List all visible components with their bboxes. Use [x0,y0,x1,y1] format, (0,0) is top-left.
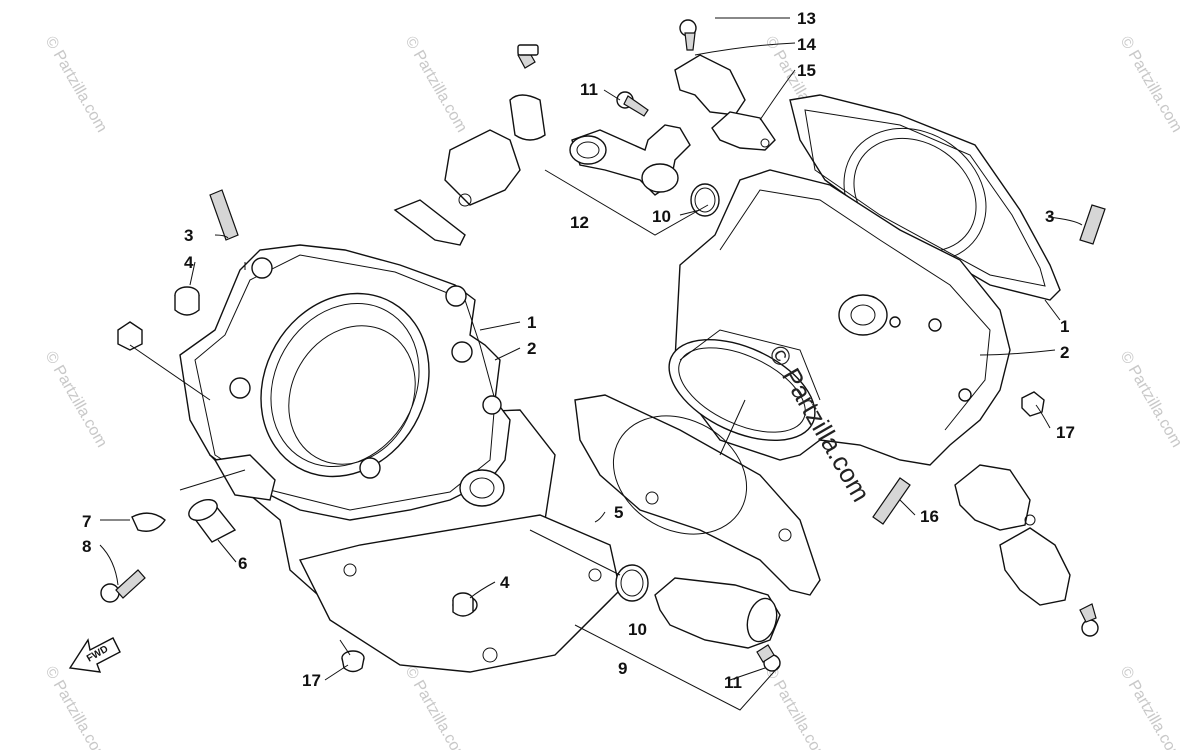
coolant-fitting-bottom [574,564,781,711]
left-small-parts [100,189,474,673]
callout-labels: 13 14 15 11 10 12 3 4 1 2 3 1 2 17 16 5 … [82,9,1075,692]
callout-1: 1 [1060,317,1069,336]
callout-2: 2 [527,339,536,358]
chain-tensioner-left [393,44,546,246]
callout-10: 10 [628,620,647,639]
callout-4: 4 [184,253,194,272]
callout-17: 17 [302,671,321,690]
watermark-tile: © Partzilla.com [402,664,471,751]
watermark-tile: © Partzilla.com [1117,349,1186,451]
callout-3: 3 [184,226,193,245]
watermark-tile: © Partzilla.com [42,664,111,751]
watermark-tile: © Partzilla.com [42,349,111,451]
callout-2: 2 [1060,343,1069,362]
leader-lines [99,17,1083,681]
watermark-tile: © Partzilla.com [1117,664,1186,751]
left-cylinder [179,244,621,673]
watermark-tile: © Partzilla.com [42,34,111,136]
callout-5: 5 [614,503,623,522]
callout-16: 16 [920,507,939,526]
callout-11: 11 [724,673,742,692]
callout-3: 3 [1045,207,1054,226]
watermark-tile: © Partzilla.com [402,34,471,136]
callout-9: 9 [618,659,627,678]
coolant-fitting-top [544,19,776,236]
callout-14: 14 [797,35,816,54]
right-cylinder [668,94,1061,466]
callout-7: 7 [82,512,91,531]
fwd-arrow-icon: FWD [68,637,121,673]
callout-17: 17 [1056,423,1075,442]
callout-11: 11 [580,80,598,99]
watermark-tile: © Partzilla.com [1117,34,1186,136]
callout-15: 15 [797,61,816,80]
callout-1: 1 [527,313,536,332]
callout-4: 4 [500,573,510,592]
callout-8: 8 [82,537,91,556]
callout-13: 13 [797,9,816,28]
base-gasket [574,394,821,596]
watermark-tile: © Partzilla.com [762,664,831,751]
callout-6: 6 [238,554,247,573]
callout-10: 10 [652,207,671,226]
callout-12: 12 [570,213,589,232]
right-small-parts [872,204,1106,637]
